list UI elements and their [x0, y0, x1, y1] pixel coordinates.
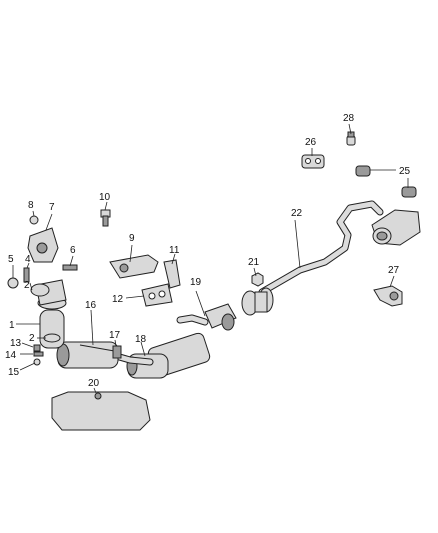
part-22-pipe-muffler	[258, 200, 421, 296]
callout-1: 1	[9, 320, 15, 331]
part-12-isolator	[141, 283, 173, 307]
callout-5: 5	[8, 254, 14, 265]
callout-28: 28	[343, 113, 355, 124]
part-25-hanger	[355, 165, 417, 198]
part-8-bolt	[29, 215, 39, 225]
callout-2-lower: 2	[29, 333, 35, 344]
callout-13: 13	[10, 338, 22, 349]
callout-labels: 1 2 2 4 5 6 7 8 9 10 11 12 13 14 15 16 1…	[5, 113, 411, 389]
callout-11: 11	[169, 245, 180, 256]
callout-26: 26	[305, 137, 317, 148]
part-5-nut	[7, 277, 19, 289]
callout-6: 6	[70, 245, 76, 256]
part-27-bracket	[373, 285, 403, 307]
part-4-stud	[23, 267, 30, 283]
callout-7: 7	[49, 202, 55, 213]
part-7-heat-shield	[27, 227, 59, 263]
callout-9: 9	[129, 233, 135, 244]
part-9-bracket	[109, 254, 159, 279]
part-21-nut	[251, 272, 264, 287]
part-2-gasket	[30, 283, 61, 343]
callout-19: 19	[190, 277, 202, 288]
callout-22: 22	[291, 208, 303, 219]
callout-8: 8	[28, 200, 34, 211]
part-17-sensor	[112, 345, 122, 359]
callout-2-upper: 2	[24, 280, 30, 291]
callout-17: 17	[109, 330, 121, 341]
part-20-heat-shield	[51, 391, 151, 431]
part-10-bolt	[100, 209, 111, 227]
part-26-isolator	[301, 154, 325, 169]
callout-18: 18	[135, 334, 147, 345]
callout-16: 16	[85, 300, 97, 311]
callout-15: 15	[8, 367, 20, 378]
part-11-bracket	[163, 259, 181, 289]
callout-10: 10	[99, 192, 111, 203]
callout-27: 27	[388, 265, 400, 276]
part-13-15-hardware	[33, 344, 44, 366]
callout-20: 20	[88, 378, 100, 389]
callout-14: 14	[5, 350, 17, 361]
leader-lines	[12, 123, 409, 394]
callout-12: 12	[112, 294, 124, 305]
callout-4: 4	[25, 254, 31, 265]
callout-21: 21	[248, 257, 260, 268]
callout-25: 25	[399, 166, 411, 177]
